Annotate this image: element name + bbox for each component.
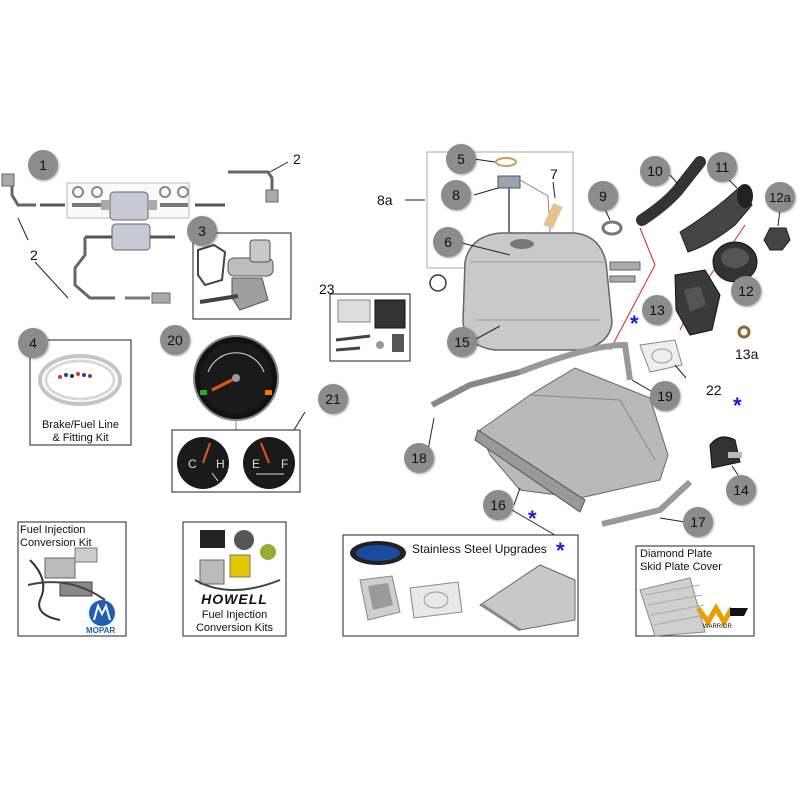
callout-7: 7 xyxy=(550,166,558,182)
callout-6: 6 xyxy=(433,227,463,257)
callout-22: 22 xyxy=(706,382,722,398)
stainless-parts xyxy=(350,541,576,632)
asterisk-marker: * xyxy=(528,506,537,531)
howell-kit-parts xyxy=(194,530,281,591)
callout-2-top: 2 xyxy=(293,151,301,167)
gauges xyxy=(177,437,295,489)
fuel-pump xyxy=(197,239,274,311)
callout-14: 14 xyxy=(726,475,756,505)
callout-12a: 12a xyxy=(765,182,795,212)
callout-8a: 8a xyxy=(377,192,393,208)
tank-strap-side xyxy=(601,479,693,527)
callout-15: 15 xyxy=(447,327,477,357)
fi-kit-title-2: Conversion Kit xyxy=(20,537,92,549)
mopar-logo xyxy=(89,600,115,626)
fuel-line-left xyxy=(1,173,36,207)
warrior-logo xyxy=(695,602,748,628)
asterisk-marker: * xyxy=(556,538,565,563)
skid-plate xyxy=(474,367,669,513)
callout-21: 21 xyxy=(318,384,348,414)
fi-kit-title: Fuel Injection xyxy=(20,524,86,536)
callout-16: 16 xyxy=(483,490,513,520)
callout-3: 3 xyxy=(187,216,217,246)
callout-17: 17 xyxy=(683,507,713,537)
asterisk-marker: * xyxy=(733,393,742,418)
callout-11: 11 xyxy=(707,152,737,182)
diamond-title-2: Skid Plate Cover xyxy=(640,561,722,573)
callout-5: 5 xyxy=(446,144,476,174)
tank-strap-rear xyxy=(518,341,633,381)
callout-1: 1 xyxy=(28,150,58,180)
filler-hose xyxy=(636,156,706,226)
fuel-line-kit-caption-2: & Fitting Kit xyxy=(52,432,109,444)
callout-23: 23 xyxy=(319,281,335,297)
mopar-logo-text: MOPAR xyxy=(86,626,116,635)
gauge-c-label: C xyxy=(188,457,197,471)
callout-18: 18 xyxy=(404,443,434,473)
callout-13a: 13a xyxy=(735,346,759,362)
tank-replacement-kit xyxy=(335,299,406,352)
callout-20: 20 xyxy=(160,325,190,355)
callout-8: 8 xyxy=(441,180,471,210)
fuel-filter-assembly xyxy=(40,182,225,221)
callout-4: 4 xyxy=(18,328,48,358)
drain-plug xyxy=(763,227,791,251)
diamond-title: Diamond Plate xyxy=(640,548,713,560)
warrior-logo-text: WARRIOR xyxy=(703,624,732,630)
fuel-line-right xyxy=(228,170,279,203)
callout-13: 13 xyxy=(642,295,672,325)
howell-caption: Fuel Injection xyxy=(201,609,268,621)
callout-10: 10 xyxy=(640,156,670,186)
fuel-door xyxy=(639,339,683,373)
fuel-filter-second xyxy=(73,223,175,304)
gauge-e-label: E xyxy=(252,457,261,471)
howell-caption-2: Conversion Kits xyxy=(195,622,274,634)
asterisk-marker: * xyxy=(630,311,639,336)
diamond-plate xyxy=(639,577,706,637)
fuel-line-kit-caption: Brake/Fuel Line xyxy=(41,419,120,431)
sending-unit xyxy=(495,157,563,241)
gauge-h-label: H xyxy=(216,457,225,471)
fuel-injection-kit-parts xyxy=(27,547,106,621)
callout-9: 9 xyxy=(588,181,618,211)
hose-clamp xyxy=(601,220,623,236)
stainless-title: Stainless Steel Upgrades xyxy=(412,542,547,556)
callout-2-left: 2 xyxy=(30,247,38,263)
gauge-f-label: F xyxy=(281,457,289,471)
filler-neck xyxy=(679,184,753,253)
callout-12: 12 xyxy=(731,276,761,306)
howell-logo-text: HOWELL xyxy=(201,591,268,607)
tank-strap-front xyxy=(430,369,521,408)
filler-bezel xyxy=(674,269,721,336)
locking-fuel-cap xyxy=(709,436,742,469)
speedometer xyxy=(193,335,279,421)
callout-19: 19 xyxy=(650,381,680,411)
brake-fuel-line-coil xyxy=(38,354,122,406)
fuel-tank xyxy=(462,232,641,351)
